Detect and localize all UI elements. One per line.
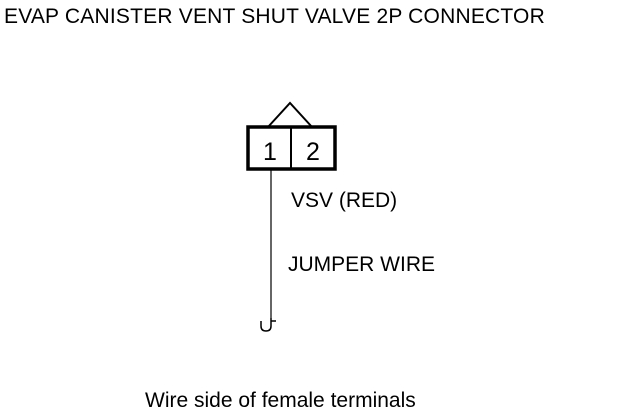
connector-pin-1: 1 bbox=[263, 138, 277, 166]
terminal-label: VSV (RED) bbox=[291, 189, 398, 212]
connector-pin-2: 2 bbox=[306, 138, 320, 166]
diagram-title: EVAP CANISTER VENT SHUT VALVE 2P CONNECT… bbox=[4, 5, 545, 28]
diagram-caption: Wire side of female terminals bbox=[145, 389, 416, 412]
connector-lock-tab bbox=[267, 101, 313, 128]
jumper-wire-label: JUMPER WIRE bbox=[288, 253, 435, 276]
jumper-wire-hook bbox=[260, 318, 276, 332]
